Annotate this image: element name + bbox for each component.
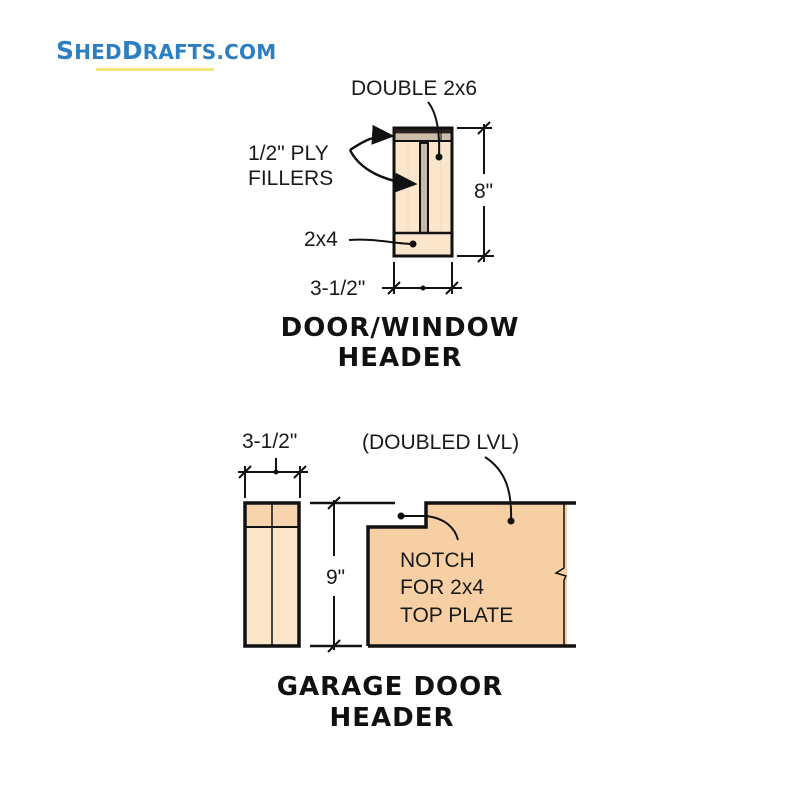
label-ply-fillers-line2: FILLERS bbox=[248, 167, 333, 190]
door-window-header-section: DOUBLE 2x6 1/2" PLY FILLERS 2x4 8" 3-1/2… bbox=[248, 77, 520, 373]
lvl-side-view bbox=[368, 503, 567, 646]
label-9-inch: 9" bbox=[326, 566, 345, 589]
logo-letters: RAFTS.COM bbox=[142, 40, 277, 64]
logo-letter: S bbox=[56, 36, 75, 65]
logo-letters: HED bbox=[74, 40, 122, 64]
logo-letter: D bbox=[121, 36, 143, 65]
label-ply-fillers-line1: 1/2" PLY bbox=[248, 142, 329, 165]
break-line-icon bbox=[554, 503, 568, 646]
label-doubled-lvl: (DOUBLED LVL) bbox=[362, 431, 519, 454]
label-notch-line3: TOP PLATE bbox=[400, 604, 513, 627]
label-8-inch: 8" bbox=[474, 180, 493, 203]
title-door-window-line1: DOOR/WINDOW bbox=[281, 313, 520, 343]
top-plate-band bbox=[395, 129, 451, 134]
shed-drafts-logo: SHEDDRAFTS.COM bbox=[56, 36, 276, 65]
label-3-1-2-inch-top: 3-1/2" bbox=[310, 277, 365, 300]
title-door-window-line2: HEADER bbox=[337, 343, 462, 373]
ply-filler bbox=[419, 142, 429, 234]
label-notch-line2: FOR 2x4 bbox=[400, 576, 484, 599]
title-garage-door-line1: GARAGE DOOR bbox=[277, 672, 504, 702]
label-3-1-2-inch-bottom: 3-1/2" bbox=[242, 430, 297, 453]
logo-underline bbox=[96, 68, 214, 71]
label-notch-line1: NOTCH bbox=[400, 549, 475, 572]
label-2x4: 2x4 bbox=[304, 228, 338, 251]
title-garage-door-line2: HEADER bbox=[329, 703, 454, 733]
garage-door-header-section: 3-1/2" 9" (DOUBLED LVL) NOTCH FOR 2x4 TO… bbox=[238, 430, 576, 733]
label-double-2x6: DOUBLE 2x6 bbox=[351, 77, 477, 100]
double-2x6-band bbox=[395, 134, 451, 140]
